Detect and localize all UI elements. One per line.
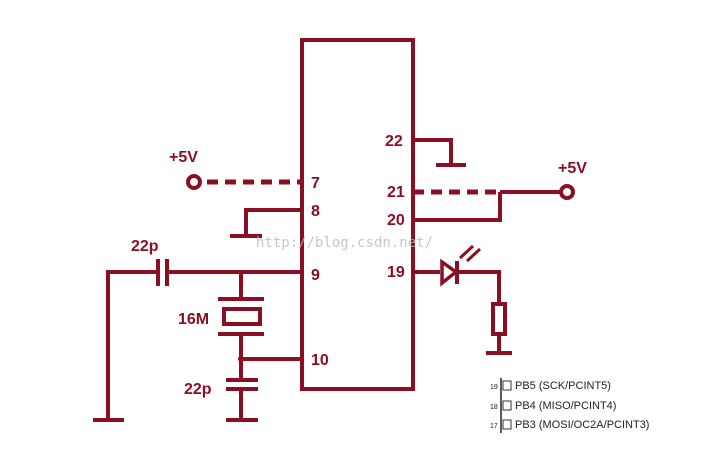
led-to-resistor-wire	[457, 270, 501, 304]
watermark: http://blog.csdn.net/	[256, 235, 433, 251]
cap-bottom-label: 22p	[184, 381, 212, 398]
legend-pin-box	[502, 400, 512, 411]
resistor-body	[491, 302, 507, 336]
junction-dot	[238, 356, 244, 362]
pin-label-10: 10	[311, 352, 329, 369]
legend-pin-text: PB3 (MOSI/OC2A/PCINT3)	[515, 419, 649, 431]
legend-pin-box	[502, 380, 512, 391]
pin-label-19: 19	[387, 264, 405, 281]
pin-label-20: 20	[387, 212, 405, 229]
vcc-right-label: +5V	[558, 160, 587, 177]
led-ray-1	[458, 244, 475, 260]
legend-pin-num: 18	[490, 404, 498, 411]
crystal-body	[222, 307, 262, 326]
vcc-right-terminal	[559, 184, 575, 200]
legend-pin-num: 17	[490, 423, 498, 430]
legend-pin-num: 19	[490, 384, 498, 391]
pin-label-8: 8	[311, 203, 320, 220]
legend-pin-text: PB5 (SCK/PCINT5)	[515, 380, 611, 392]
pin20-wire	[413, 192, 502, 222]
pin-label-7: 7	[311, 175, 320, 192]
cap-top-left-wire	[106, 270, 158, 420]
crystal-label: 16M	[178, 311, 209, 328]
pin-label-22: 22	[385, 133, 403, 150]
pin8-ground-wire	[244, 208, 302, 236]
ic-chip-body	[300, 38, 415, 391]
cap-top-label: 22p	[131, 238, 159, 255]
pin-label-9: 9	[311, 267, 320, 284]
pin22-ground-wire	[413, 138, 453, 165]
pin-label-21: 21	[387, 184, 405, 201]
led-ray-2	[465, 247, 482, 263]
vcc-left-terminal	[186, 174, 202, 190]
vcc-left-label: +5V	[169, 149, 198, 166]
pin-legend: 19 PB5 (SCK/PCINT5) 18 PB4 (MISO/PCINT4)…	[490, 378, 649, 433]
led-triangle	[440, 258, 459, 287]
legend-pin-text: PB4 (MISO/PCINT4)	[515, 400, 616, 412]
legend-pin-box	[502, 419, 512, 430]
